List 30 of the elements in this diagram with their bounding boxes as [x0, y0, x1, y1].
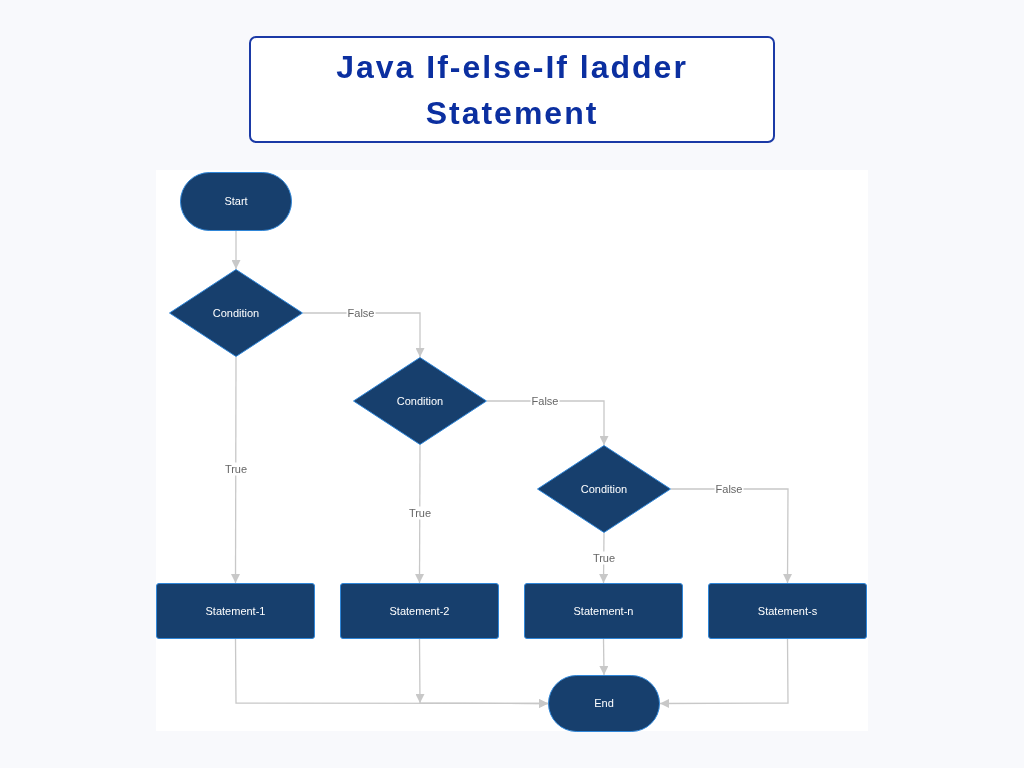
- decision-diamond: [169, 269, 303, 357]
- flow-arrow: [416, 638, 549, 708]
- flow-arrow: [231, 230, 241, 270]
- title-banner: Java If-else-If ladder Statement: [249, 36, 775, 143]
- edge-label: True: [407, 506, 433, 520]
- decision-diamond: [353, 357, 487, 445]
- edge-label: False: [714, 482, 744, 496]
- node-text: Statement-2: [389, 604, 450, 618]
- node-text: Condition: [396, 394, 444, 408]
- edge-label: True: [223, 462, 249, 476]
- process-box: [708, 583, 867, 639]
- flow-arrow: [415, 444, 425, 584]
- edge-label: True: [591, 551, 617, 565]
- edge-label: False: [530, 394, 560, 408]
- node-text: Statement-1: [205, 604, 266, 618]
- node-text: Start: [224, 195, 248, 208]
- flow-arrow: [659, 638, 789, 708]
- node-text: End: [594, 697, 614, 710]
- decision-diamond: [537, 445, 671, 533]
- flow-arrow: [231, 356, 240, 584]
- node-text: Condition: [212, 306, 260, 320]
- node-text: Condition: [580, 482, 628, 496]
- node-text: Statement-n: [573, 604, 634, 618]
- flow-arrow: [599, 638, 609, 676]
- node-text: Statement-s: [757, 604, 818, 618]
- edge-label: False: [346, 306, 376, 320]
- process-box: [340, 583, 499, 639]
- process-box: [524, 583, 683, 639]
- process-box: [156, 583, 315, 639]
- terminator-shape: [548, 675, 660, 732]
